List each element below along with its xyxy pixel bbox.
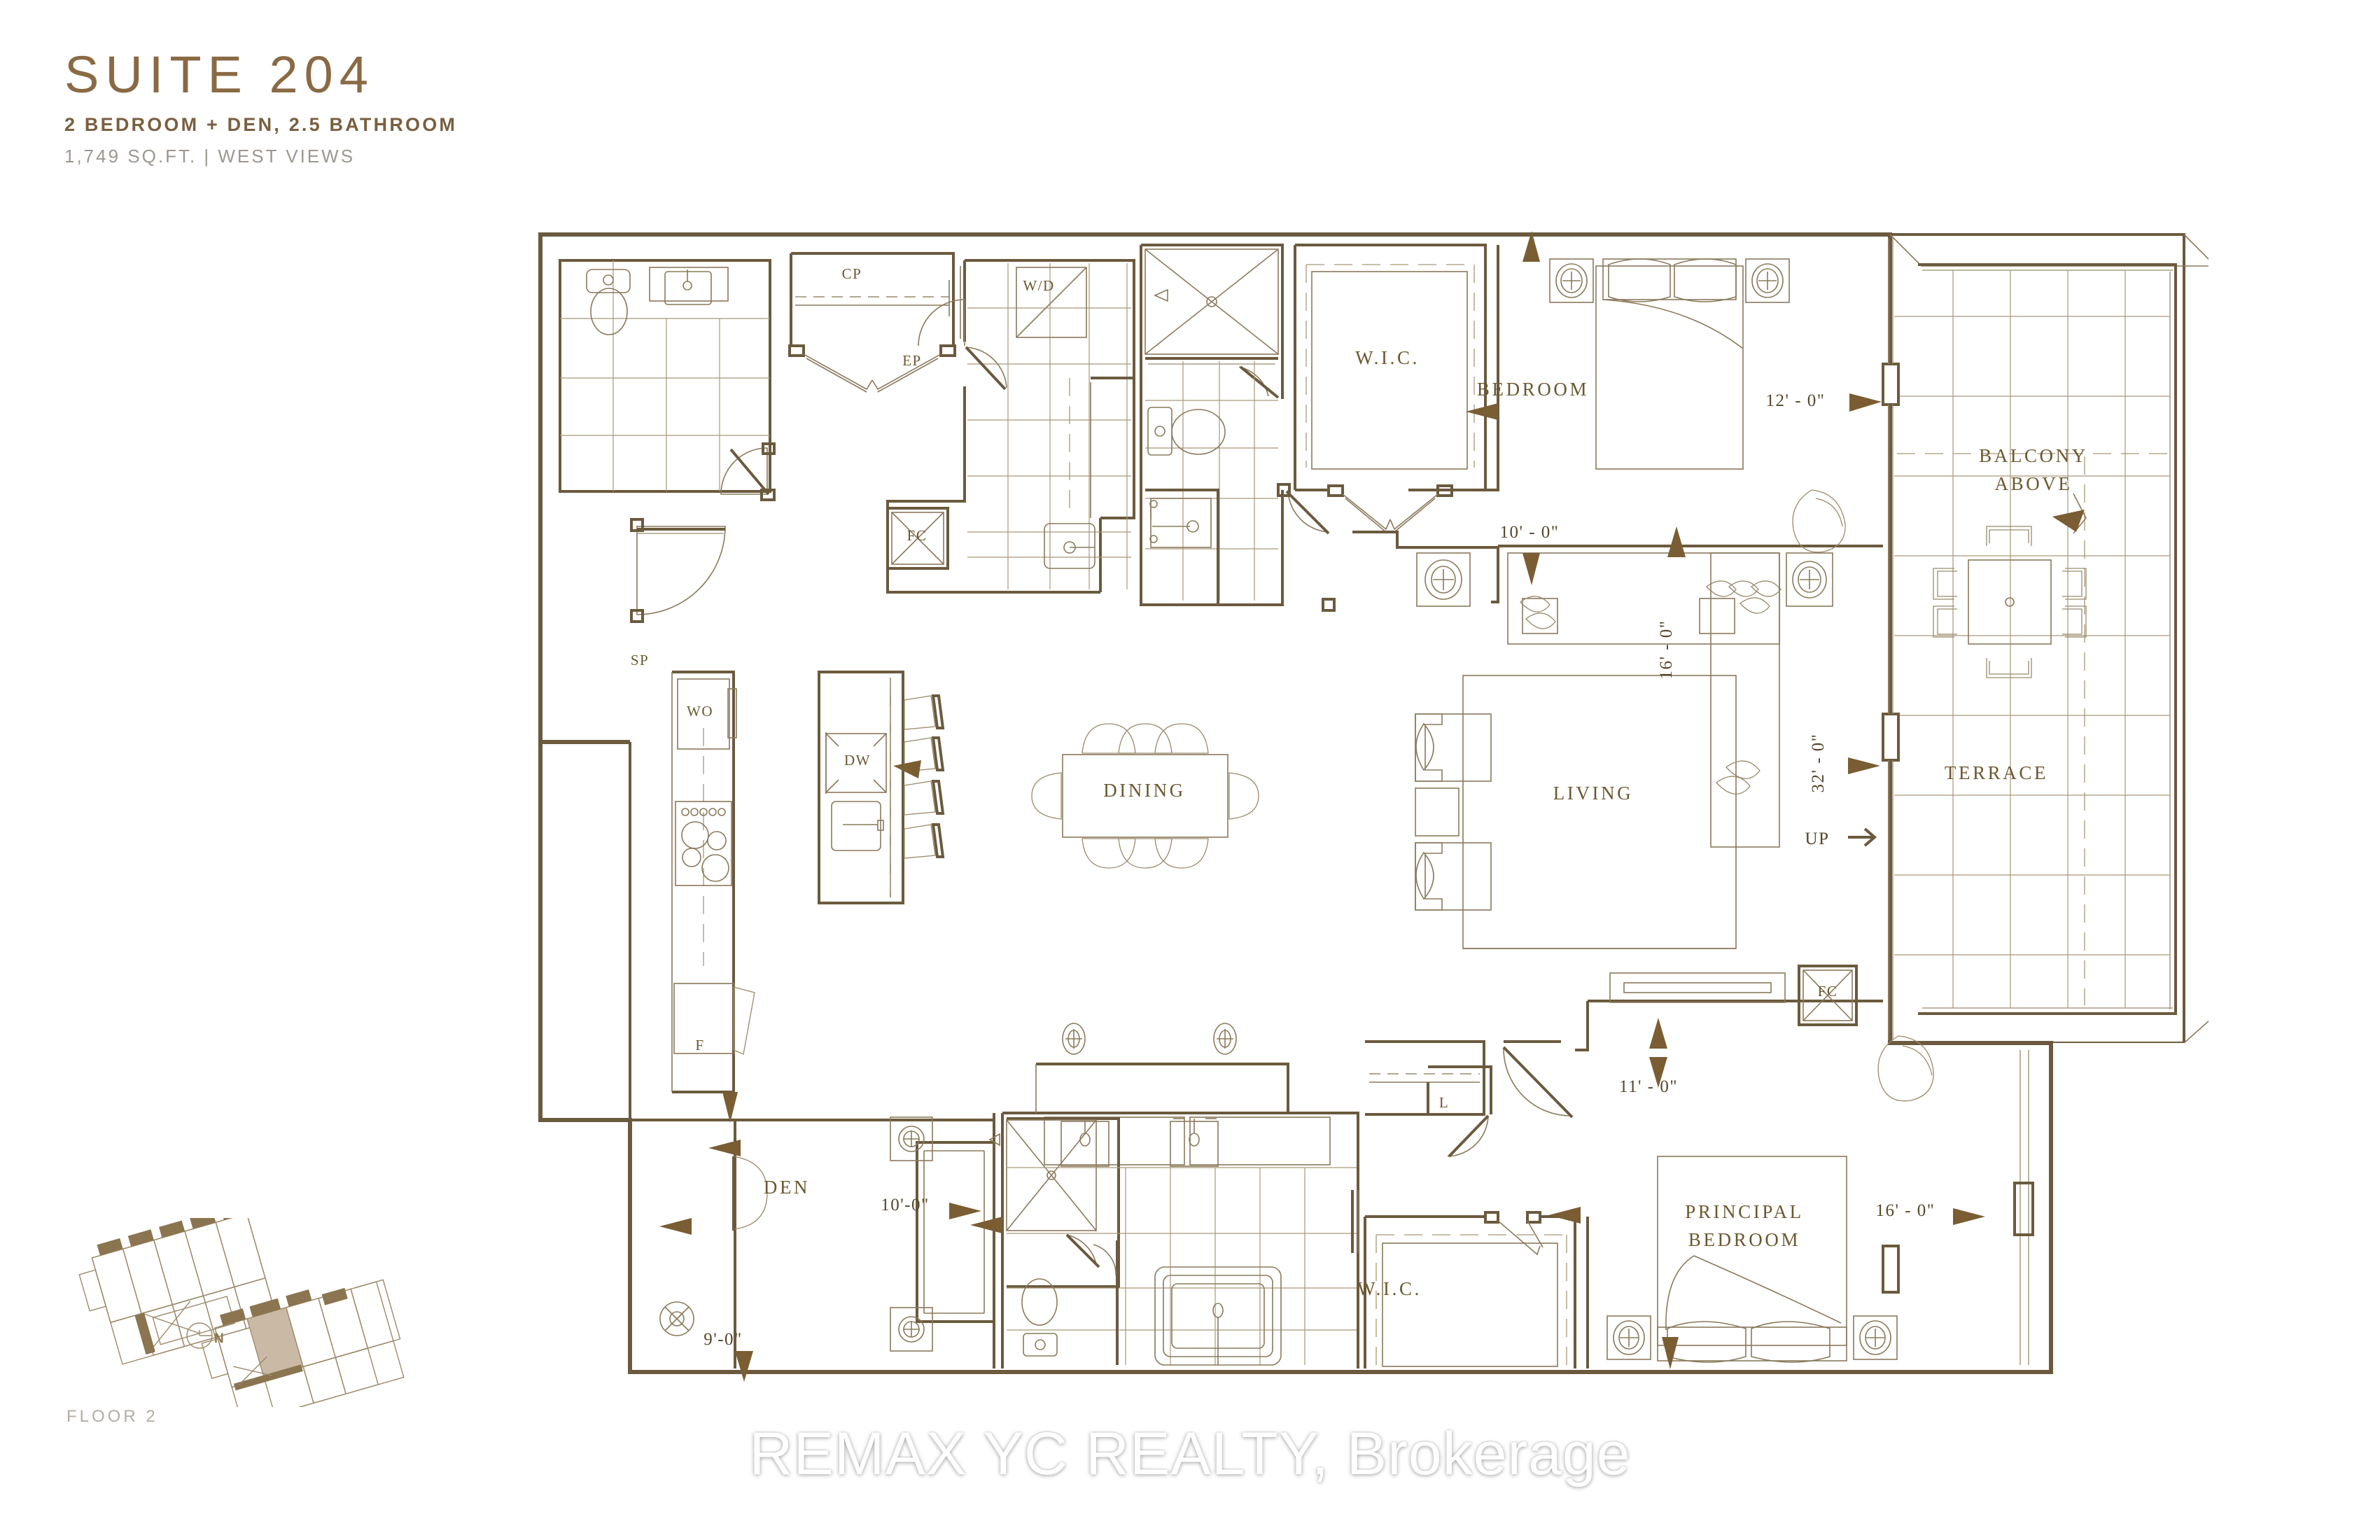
bedroom-depth-label: 10' - 0" [1499,523,1559,542]
principal-bedroom2-label: BEDROOM [1688,1229,1800,1250]
living-label: LIVING [1553,783,1634,804]
up-annotation: UP [1805,830,1830,848]
north-label: N [214,1331,224,1346]
cp-label: CP [842,265,862,282]
header-block: SUITE 204 2 BEDROOM + DEN, 2.5 BATHROOM … [64,49,457,167]
room-label-group: BEDROOM W.I.C. LIVING DINING DEN PRINCIPAL BED… [764,347,2088,1299]
living-depth-label: 16' - 0" [1657,620,1676,679]
f-label: F [695,1037,704,1054]
principal-depth-label: 11' - 0" [1619,1077,1678,1096]
floor-label: FLOOR 2 [66,1407,158,1426]
bedroom-label: BEDROOM [1477,379,1589,400]
balcony-above-label: BALCONY [1979,445,2088,466]
den-label: DEN [764,1177,810,1198]
principal-width-label: 16' - 0" [1875,1201,1935,1220]
balcony-above2-label: ABOVE [1995,473,2073,494]
den-width-label: 10'-0" [881,1196,930,1214]
terrace-label: TERRACE [1945,762,2048,783]
bedroom-width-label: 12' - 0" [1765,391,1825,410]
principal-bedroom-label: PRINCIPAL [1685,1201,1803,1222]
dw-label: DW [844,752,871,769]
suite-subtitle: 2 BEDROOM + DEN, 2.5 BATHROOM [64,114,458,135]
ep-label: EP [902,352,922,369]
den-depth-label: 9'-0" [704,1330,743,1349]
living-width-label: 32' - 0" [1809,733,1828,792]
fc-lower-label: FC [1818,983,1838,1000]
l-label: L [1439,1094,1449,1111]
fc-upper-label: FC [907,527,927,544]
dimension-label-group: 12' - 0" 10' - 0" 16' - 0" 32' - 0" 11' - 0"… [704,391,1935,1349]
wd-label: W/D [1023,277,1054,294]
wic-principal-label: W.I.C. [1357,1278,1422,1299]
abbreviation-label-group: CP EP FC W/D SP WO DW F L FC [631,265,1838,1111]
sp-label: SP [631,652,649,668]
wic-bedroom-label: W.I.C. [1355,347,1420,368]
page-title: SUITE 204 [64,46,374,104]
key-plan: .kp { stroke:#9c8a6a; stroke-width:1.4; … [78,1218,405,1407]
wo-label: WO [687,703,713,720]
dining-label: DINING [1103,780,1186,801]
suite-meta: 1,749 SQ.FT. | WEST VIEWS [64,146,356,167]
